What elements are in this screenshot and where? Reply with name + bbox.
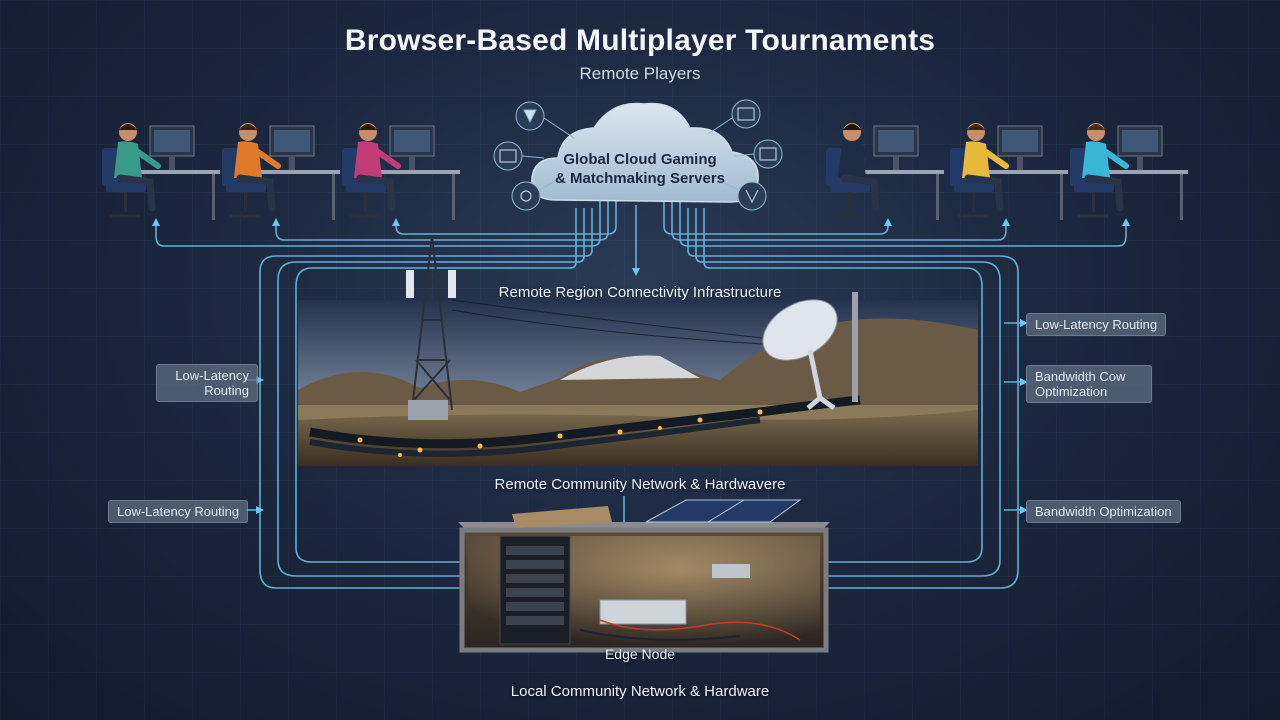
remote-region-landscape xyxy=(298,300,978,466)
local-community-label: Local Community Network & Hardware xyxy=(510,683,770,700)
loop-left-mid xyxy=(277,208,585,577)
tag-bandwidth-right-middle: Bandwidth Cow Optimization xyxy=(1026,365,1152,403)
link-cloud-player-5 xyxy=(671,200,1007,241)
local-community-bunker xyxy=(458,499,830,653)
player-workstation-4 xyxy=(826,123,944,220)
player-workstation-3 xyxy=(342,123,460,220)
edge-node-label: Edge Node xyxy=(604,646,676,662)
loop-left-outer xyxy=(259,208,593,589)
page-subtitle: Remote Players xyxy=(579,64,701,83)
tag-bandwidth-right-bottom: Bandwidth Optimization xyxy=(1026,500,1181,523)
link-cloud-player-2 xyxy=(275,200,609,241)
loop-right-mid xyxy=(695,208,1001,577)
player-workstation-2 xyxy=(222,123,340,220)
network-connections xyxy=(155,200,1127,589)
link-cloud-player-1 xyxy=(155,200,601,247)
link-cloud-player-4 xyxy=(663,200,889,235)
player-workstation-6 xyxy=(1070,123,1188,220)
tag-low-latency-right-top: Low-Latency Routing xyxy=(1026,313,1167,336)
loop-right-outer xyxy=(687,208,1019,589)
satellite-dish-icon xyxy=(762,292,858,411)
loop-right-inner xyxy=(703,208,983,563)
arrowheads xyxy=(152,218,1130,514)
player-workstation-5 xyxy=(950,123,1068,220)
remote-community-label: Remote Community Network & Hardwavere xyxy=(494,476,786,493)
link-cloud-player-3 xyxy=(395,200,617,235)
cell-tower-icon xyxy=(406,235,781,420)
cloud-server-icon xyxy=(531,102,759,203)
cloud-servers-label: Global Cloud Gaming & Matchmaking Server… xyxy=(554,151,726,187)
tag-low-latency-left-top: Low-Latency Routing xyxy=(156,364,258,402)
link-cloud-player-6 xyxy=(679,200,1127,247)
remote-region-label: Remote Region Connectivity Infrastructur… xyxy=(498,284,782,301)
cloud-service-icons xyxy=(493,99,783,211)
page-title: Browser-Based Multiplayer Tournaments xyxy=(344,24,936,57)
tag-low-latency-left-bottom: Low-Latency Routing xyxy=(108,500,249,523)
player-workstation-1 xyxy=(102,123,220,220)
loop-left-inner xyxy=(295,208,577,563)
